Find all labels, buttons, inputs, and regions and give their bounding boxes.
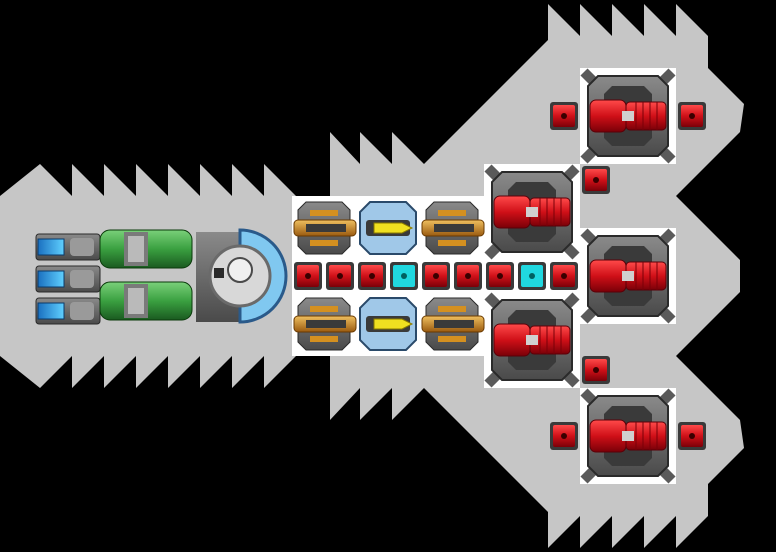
gold-cannon-icon[interactable]: [421, 201, 485, 255]
yellow-missile-icon[interactable]: [359, 297, 417, 351]
red-armor-icon[interactable]: [326, 262, 354, 290]
red-armor-icon[interactable]: [678, 102, 706, 130]
green-tank-icon[interactable]: [99, 281, 193, 321]
red-turret-icon[interactable]: [580, 388, 676, 484]
red-armor-icon[interactable]: [486, 262, 514, 290]
blue-thruster-icon[interactable]: [35, 265, 101, 293]
gold-cannon-icon[interactable]: [293, 201, 357, 255]
red-armor-icon[interactable]: [294, 262, 322, 290]
blue-thruster-icon[interactable]: [35, 233, 101, 261]
red-armor-icon[interactable]: [550, 262, 578, 290]
red-armor-icon[interactable]: [550, 102, 578, 130]
gold-cannon-icon[interactable]: [421, 297, 485, 351]
red-armor-icon[interactable]: [678, 422, 706, 450]
blue-thruster-icon[interactable]: [35, 297, 101, 325]
red-armor-icon[interactable]: [358, 262, 386, 290]
red-armor-icon[interactable]: [582, 356, 610, 384]
red-armor-icon[interactable]: [454, 262, 482, 290]
red-turret-icon[interactable]: [580, 68, 676, 164]
reactor-core-icon[interactable]: [196, 228, 288, 324]
yellow-missile-icon[interactable]: [359, 201, 417, 255]
red-turret-icon[interactable]: [484, 164, 580, 260]
cyan-node-icon[interactable]: [390, 262, 418, 290]
gold-cannon-icon[interactable]: [293, 297, 357, 351]
red-turret-icon[interactable]: [484, 292, 580, 388]
cyan-node-icon[interactable]: [518, 262, 546, 290]
green-tank-icon[interactable]: [99, 229, 193, 269]
red-turret-icon[interactable]: [580, 228, 676, 324]
red-armor-icon[interactable]: [550, 422, 578, 450]
red-armor-icon[interactable]: [422, 262, 450, 290]
red-armor-icon[interactable]: [582, 166, 610, 194]
